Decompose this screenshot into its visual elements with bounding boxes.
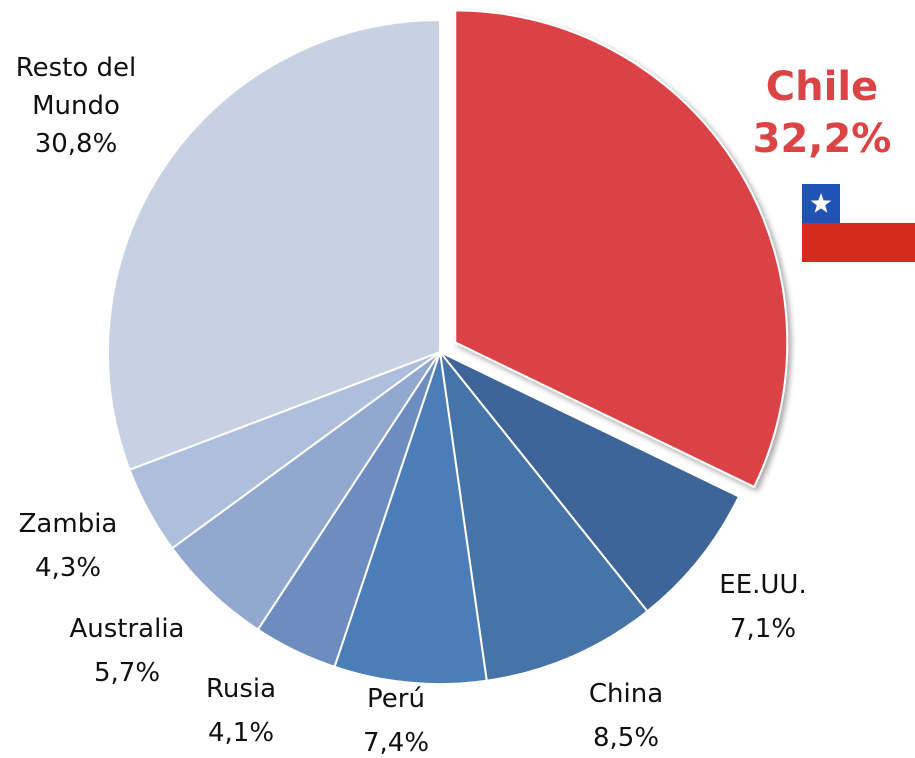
slice-value-rusia: 4,1%: [208, 718, 274, 748]
slice-value-australia: 5,7%: [94, 658, 160, 688]
pie-slice-chile: [454, 9, 789, 488]
slice-name-peru: Perú: [367, 684, 425, 714]
slice-value-peru: 7,4%: [363, 728, 429, 758]
slice-name-china: China: [589, 679, 663, 709]
slice-label-australia: Australia 5,7%: [69, 614, 184, 688]
slice-label-peru: Perú 7,4%: [363, 684, 429, 758]
slice-value-chile: 32,2%: [753, 116, 892, 162]
slice-name-chile: Chile: [766, 64, 878, 110]
slice-label-china: China 8,5%: [589, 679, 663, 753]
flag-star-icon: [810, 193, 832, 213]
slice-name-ee-uu: EE.UU.: [719, 570, 806, 600]
slice-label-zambia: Zambia 4,3%: [19, 509, 118, 583]
slice-name-australia: Australia: [69, 614, 184, 644]
slice-value-resto-del-mundo: 30,8%: [35, 129, 118, 159]
slice-value-china: 8,5%: [593, 723, 659, 753]
pie-slice-resto-del-mundo: [107, 19, 441, 471]
slice-name-rusia: Rusia: [206, 674, 276, 704]
pie-slice-ee-uu: [439, 351, 740, 613]
pie-slices: [107, 9, 789, 685]
slice-label-chile: Chile 32,2%: [753, 64, 892, 162]
slice-name-resto-del-mundo-2: Mundo: [32, 91, 120, 121]
pie-slice-peru: [333, 351, 488, 685]
slice-label-rusia: Rusia 4,1%: [206, 674, 276, 748]
chile-flag-icon: [802, 184, 915, 262]
slice-name-zambia: Zambia: [19, 509, 118, 539]
slice-label-ee-uu: EE.UU. 7,1%: [719, 570, 806, 644]
flag-red-stripe: [802, 223, 915, 262]
pie-labels: Chile 32,2% EE.UU. 7,1% China 8,5% Perú 7,4% Rus…: [16, 53, 892, 758]
pie-slice-china: [439, 351, 649, 682]
slice-value-zambia: 4,3%: [35, 553, 101, 583]
slice-name-resto-del-mundo-1: Resto del: [16, 53, 137, 83]
slice-value-ee-uu: 7,1%: [730, 614, 796, 644]
